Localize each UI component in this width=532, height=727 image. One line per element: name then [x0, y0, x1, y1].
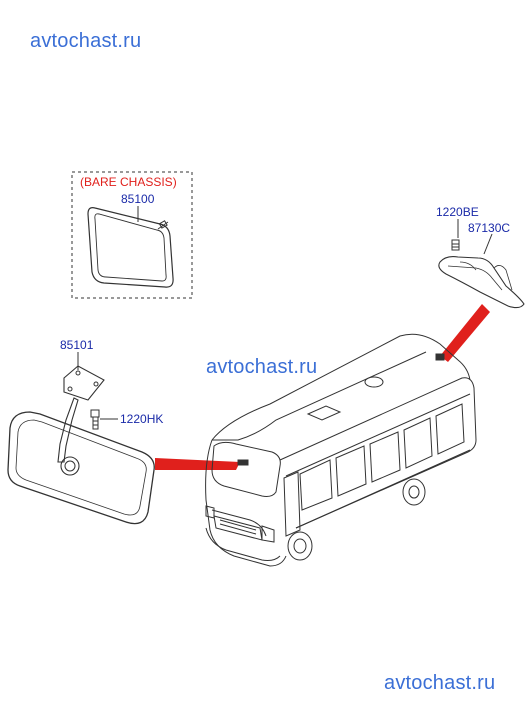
side-mirror-group — [7, 352, 155, 525]
watermark-top-left: avtochast.ru — [30, 30, 142, 52]
leader-87130C — [483, 233, 493, 255]
screw-1220BE — [451, 239, 460, 251]
bracket-87130C — [438, 256, 525, 309]
minibus — [205, 333, 477, 567]
mirror-85101-pivot — [60, 456, 80, 476]
watermark-bottom-right: avtochast.ru — [384, 672, 496, 694]
mirror-85100-bolt-head — [158, 220, 168, 229]
mirror-85101-inner — [15, 419, 147, 516]
mirror-85100-inner — [94, 213, 167, 282]
label-bare-chassis: (BARE CHASSIS) — [80, 175, 177, 189]
watermark-center: avtochast.ru — [206, 356, 318, 378]
label-85101: 85101 — [60, 338, 94, 352]
red-pointers — [155, 304, 490, 470]
label-1220BE: 1220BE — [436, 205, 479, 219]
screw-1220HK — [90, 409, 100, 418]
mirror-85101-plate — [63, 365, 105, 401]
rear-mirror-bracket-group — [438, 219, 525, 309]
pointer-side-mirror — [155, 458, 240, 470]
pointer-rear-bracket — [440, 304, 490, 362]
label-85100: 85100 — [121, 192, 155, 206]
mirror-85100-outline — [87, 207, 174, 288]
label-87130C: 87130C — [468, 221, 511, 235]
mirror-85101-outline — [7, 411, 155, 525]
mirror-85101-arm — [57, 397, 79, 463]
bare-chassis-dashed-box — [71, 171, 193, 299]
label-1220HK: 1220HK — [120, 412, 164, 426]
bare-chassis-group — [71, 171, 193, 299]
